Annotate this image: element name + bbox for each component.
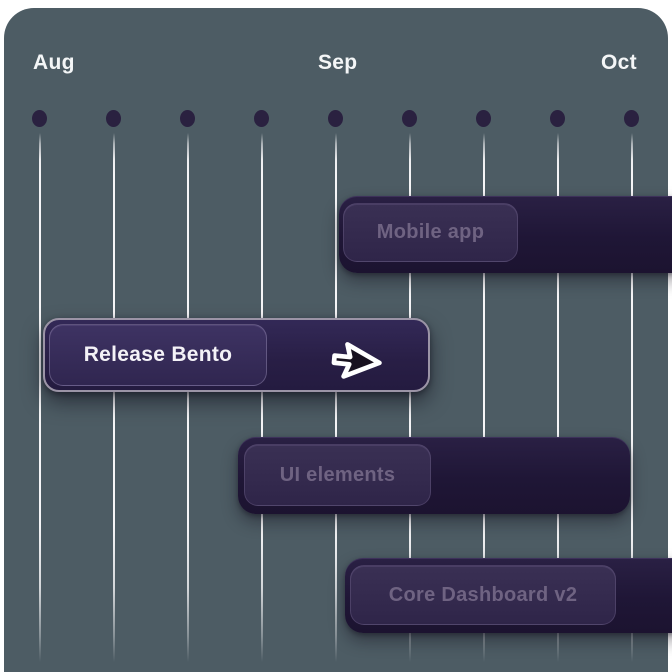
task-label-pill: Core Dashboard v2 <box>350 565 616 625</box>
timeline-dot <box>476 110 491 127</box>
month-label-oct: Oct <box>601 51 637 74</box>
timeline-dot <box>180 110 195 127</box>
task-label: Release Bento <box>83 343 233 366</box>
task-label-pill: Mobile app <box>343 203 518 262</box>
timeline-dot <box>254 110 269 127</box>
timeline-dot <box>328 110 343 127</box>
timeline-dot <box>106 110 121 127</box>
month-label-aug: Aug <box>33 51 75 74</box>
task-label-pill: Release Bento <box>49 324 267 386</box>
timeline-dot <box>624 110 639 127</box>
timeline-gridline <box>482 133 485 662</box>
task-bar-mobile-app[interactable]: Mobile app <box>339 196 672 273</box>
timeline-dot <box>550 110 565 127</box>
timeline-gridline <box>38 133 41 662</box>
task-label: UI elements <box>279 463 396 486</box>
task-bar-release-bento[interactable]: Release Bento <box>43 318 430 392</box>
timeline-gridline <box>186 133 189 662</box>
timeline-gridline <box>630 133 633 662</box>
timeline-gridline <box>112 133 115 662</box>
task-label-pill: UI elements <box>244 444 431 506</box>
month-label-sep: Sep <box>318 51 358 74</box>
timeline-dot <box>32 110 47 127</box>
timeline-gridline <box>556 133 559 662</box>
timeline-dot <box>402 110 417 127</box>
task-bar-core-dashboard-v2[interactable]: Core Dashboard v2 <box>345 558 672 633</box>
timeline-gridline <box>408 133 411 662</box>
task-label: Mobile app <box>376 221 485 243</box>
timeline-gridline <box>260 133 263 662</box>
task-label: Core Dashboard v2 <box>388 583 578 606</box>
timeline-gridline <box>334 133 337 662</box>
task-bar-ui-elements[interactable]: UI elements <box>238 437 630 514</box>
